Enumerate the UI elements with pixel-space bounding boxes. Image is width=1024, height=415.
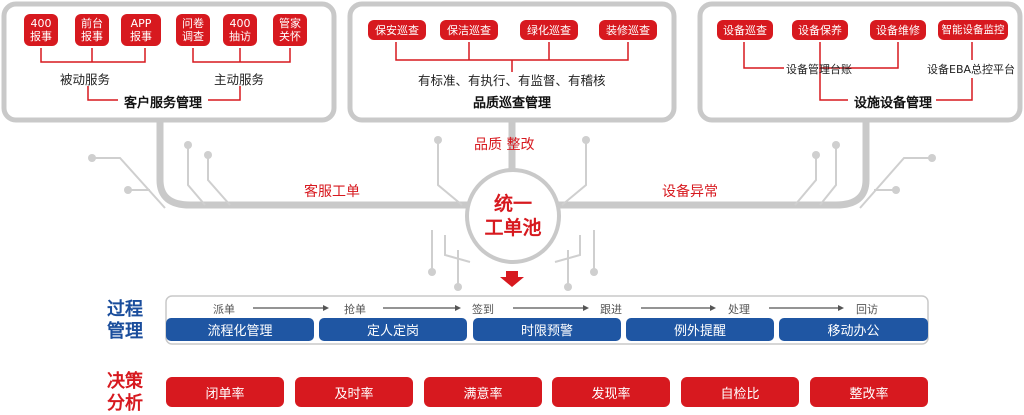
step-followup: 跟进: [600, 303, 622, 316]
tag-400-report: 400 报事: [24, 14, 58, 46]
active-service-label: 主动服务: [214, 72, 265, 87]
tag-equipment-repair: 设备维修: [870, 20, 926, 40]
step-revisit: 回访: [856, 303, 878, 316]
metric-satisfaction-rate: 满意率: [424, 377, 542, 407]
flow-label-customer-ticket: 客服工单: [304, 184, 360, 200]
metric-closure-rate: 闭单率: [166, 377, 284, 407]
customer-title: 客户服务管理: [124, 96, 203, 111]
process-item-deadline-alert: 时限预警: [473, 318, 621, 341]
process-item-workflow: 流程化管理: [166, 318, 314, 341]
passive-service-label: 被动服务: [60, 72, 111, 87]
quality-title: 品质巡查管理: [473, 96, 552, 111]
metric-self-check-ratio: 自检比: [681, 377, 799, 407]
decision-heading: 决策 分析: [107, 371, 143, 414]
customer-red-lines: [40, 48, 291, 101]
tag-equipment-patrol: 设备巡查: [717, 20, 773, 40]
unified-ticket-pool: 统一 工单池: [465, 168, 561, 264]
arrow-down-icon: [500, 271, 524, 287]
equipment-panel-frame: [697, 1, 1023, 123]
tag-security-patrol: 保安巡查: [368, 20, 426, 40]
tag-smart-monitoring: 智能设备监控: [938, 20, 1008, 40]
tag-app-report: APP 报事: [121, 14, 161, 46]
circuit-pool-nodes: [428, 136, 598, 291]
trunk-right: [556, 122, 870, 209]
circuit-nodes-right: [812, 141, 936, 194]
equipment-ledger-label: 设备管理台账: [786, 63, 852, 76]
step-dispatch: 派单: [213, 303, 235, 316]
customer-panel-frame: [1, 1, 337, 123]
equipment-red-lines: [743, 42, 973, 101]
tag-cleaning-patrol: 保洁巡查: [440, 20, 498, 40]
step-grab: 抢单: [344, 303, 366, 316]
process-item-exception-reminder: 例外提醒: [626, 318, 774, 341]
pool-line-2: 工单池: [484, 217, 542, 239]
process-item-mobile-office: 移动办公: [779, 318, 928, 341]
metric-timeliness-rate: 及时率: [295, 377, 413, 407]
flow-label-equipment-abnormal: 设备异常: [662, 184, 718, 200]
trunk-left: [156, 122, 470, 209]
quality-panel-frame: [347, 1, 677, 123]
tag-400-spotcheck: 400 抽访: [223, 14, 257, 46]
step-arrowheads: [323, 305, 844, 311]
tag-renovation-patrol: 装修巡查: [599, 20, 657, 40]
circuit-nodes-left: [88, 141, 212, 194]
eba-platform-label: 设备EBA总控平台: [927, 63, 1016, 76]
tag-front-desk-report: 前台 报事: [75, 14, 109, 46]
circuit-left: [92, 145, 231, 209]
quality-red-lines: [395, 42, 629, 72]
step-checkin: 签到: [472, 303, 494, 316]
pool-line-1: 统一: [493, 193, 532, 215]
step-handle: 处理: [728, 303, 750, 316]
circuit-right: [794, 145, 932, 209]
tag-survey: 问卷 调查: [176, 14, 210, 46]
metric-discovery-rate: 发现率: [552, 377, 670, 407]
tag-greening-patrol: 绿化巡查: [520, 20, 578, 40]
tag-butler-care: 管家 关怀: [273, 14, 307, 46]
flow-label-quality-rectify: 品质 整改: [474, 137, 535, 153]
process-heading: 过程 管理: [107, 299, 143, 342]
circuit-pool: [431, 140, 595, 285]
quality-desc: 有标准、有执行、有监督、有稽核: [418, 73, 606, 88]
metric-rectification-rate: 整改率: [810, 377, 928, 407]
equipment-title: 设施设备管理: [854, 96, 933, 111]
process-item-assignment: 定人定岗: [319, 318, 467, 341]
tag-equipment-maintenance: 设备保养: [792, 20, 848, 40]
